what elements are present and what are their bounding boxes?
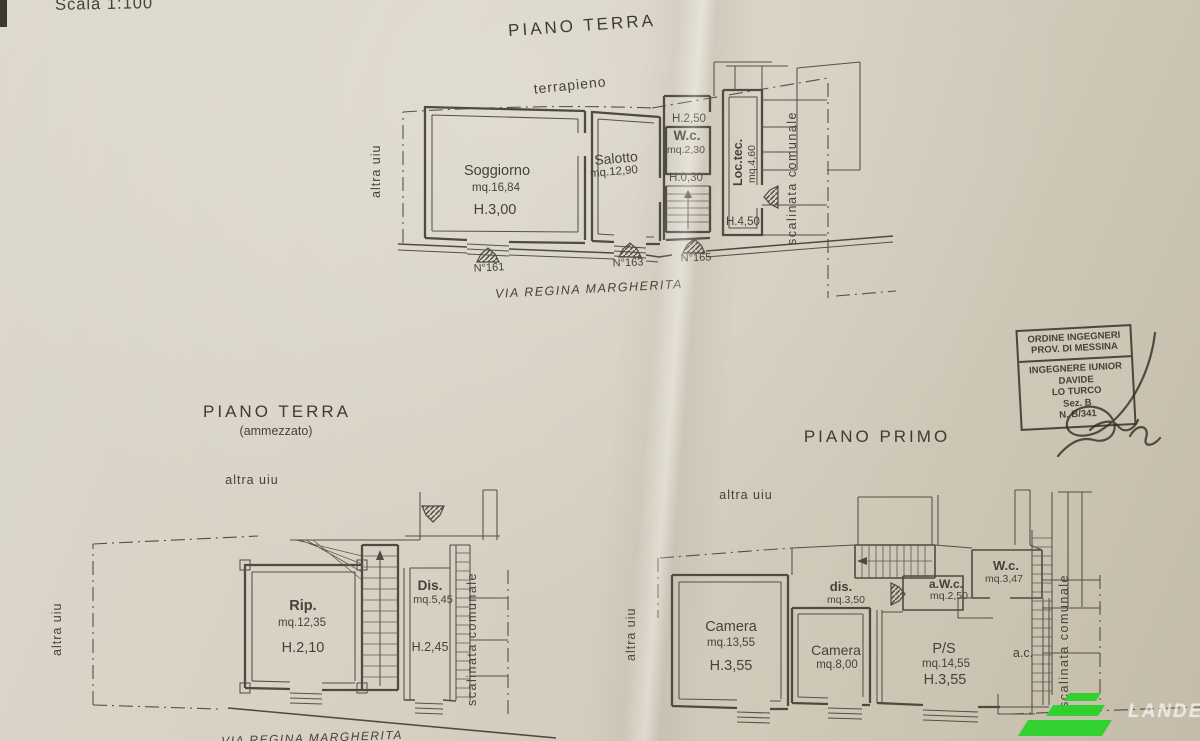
scalinata-label-pa: scalinata comunale bbox=[465, 571, 479, 706]
civico-165-label: N°165 bbox=[680, 251, 712, 265]
engineer-stamp: ORDINE INGEGNERI PROV. DI MESSINA INGEGN… bbox=[1015, 324, 1137, 431]
piano-primo-title: PIANO PRIMO bbox=[803, 427, 951, 446]
camera-piccola-name: Camera bbox=[811, 642, 861, 658]
civico-161-label: N°161 bbox=[473, 261, 505, 275]
awc-area: mq.2,50 bbox=[930, 590, 968, 602]
ps-area: mq.14,55 bbox=[922, 658, 970, 670]
awc-name: a.W.c. bbox=[928, 577, 964, 591]
ammezzato-subtitle: (ammezzato) bbox=[239, 424, 313, 438]
ps-height: H.3,55 bbox=[923, 672, 967, 688]
dis-name-pp: dis. bbox=[829, 579, 853, 594]
soggiorno-name: Soggiorno bbox=[463, 163, 531, 179]
dis-area-pa: mq.5,45 bbox=[413, 594, 453, 606]
altra-uiu-label-pt: altra uiu bbox=[369, 144, 383, 198]
dis-height-pa: H.2,45 bbox=[411, 640, 449, 654]
altra-uiu-label-pp-left: altra uiu bbox=[624, 607, 638, 661]
ammezzato-linework bbox=[92, 489, 557, 739]
wc-height-upper: H.2,50 bbox=[672, 113, 706, 125]
altra-uiu-label-pp-top: altra uiu bbox=[719, 488, 773, 502]
loc-tec-height: H.4,50 bbox=[726, 216, 760, 228]
rip-area: mq.12,35 bbox=[278, 617, 326, 629]
wc-area: mq.2,30 bbox=[667, 144, 705, 156]
rip-name: Rip. bbox=[289, 598, 317, 614]
camera-grande-name: Camera bbox=[705, 619, 757, 635]
wc-name-pp: W.c. bbox=[992, 558, 1020, 573]
scale-label: Scala 1:100 bbox=[54, 0, 154, 14]
wc-height-lower: H.0,30 bbox=[669, 172, 703, 184]
ammezzato-title: PIANO TERRA bbox=[203, 402, 351, 421]
dis-name-pa: Dis. bbox=[417, 578, 443, 593]
altra-uiu-label-pa-top: altra uiu bbox=[225, 473, 279, 487]
loc-tec-area: mq.4,60 bbox=[746, 145, 758, 183]
wc-area-pp: mq.3,47 bbox=[985, 573, 1023, 585]
rip-height: H.2,10 bbox=[281, 640, 325, 656]
piano-terra-linework bbox=[397, 61, 897, 298]
brand-logo-icon bbox=[1018, 693, 1112, 736]
ps-name: P/S bbox=[932, 641, 956, 657]
dis-area-pp: mq.3,50 bbox=[827, 594, 865, 606]
altra-uiu-label-pa-left: altra uiu bbox=[50, 602, 64, 656]
soggiorno-area: mq.16,84 bbox=[472, 182, 520, 194]
loc-tec-name: Loc.tec. bbox=[731, 138, 745, 186]
paper-edge-shadow bbox=[0, 0, 7, 27]
civico-163-label: N°163 bbox=[612, 256, 644, 270]
ac-name: a.c. bbox=[1012, 646, 1034, 660]
piano-primo-linework bbox=[657, 489, 1200, 724]
brand-watermark-text: LANDELITY bbox=[1128, 701, 1200, 722]
wc-name: W.c. bbox=[673, 128, 701, 143]
camera-piccola-area: mq.8,00 bbox=[816, 659, 858, 671]
camera-grande-area: mq.13,55 bbox=[707, 637, 755, 649]
scalinata-label-pt: scalinata comunale bbox=[785, 110, 799, 245]
scalinata-label-pp: scalinata comunale bbox=[1057, 573, 1071, 708]
camera-grande-height: H.3,55 bbox=[709, 658, 753, 674]
soggiorno-height: H.3,00 bbox=[473, 202, 517, 218]
